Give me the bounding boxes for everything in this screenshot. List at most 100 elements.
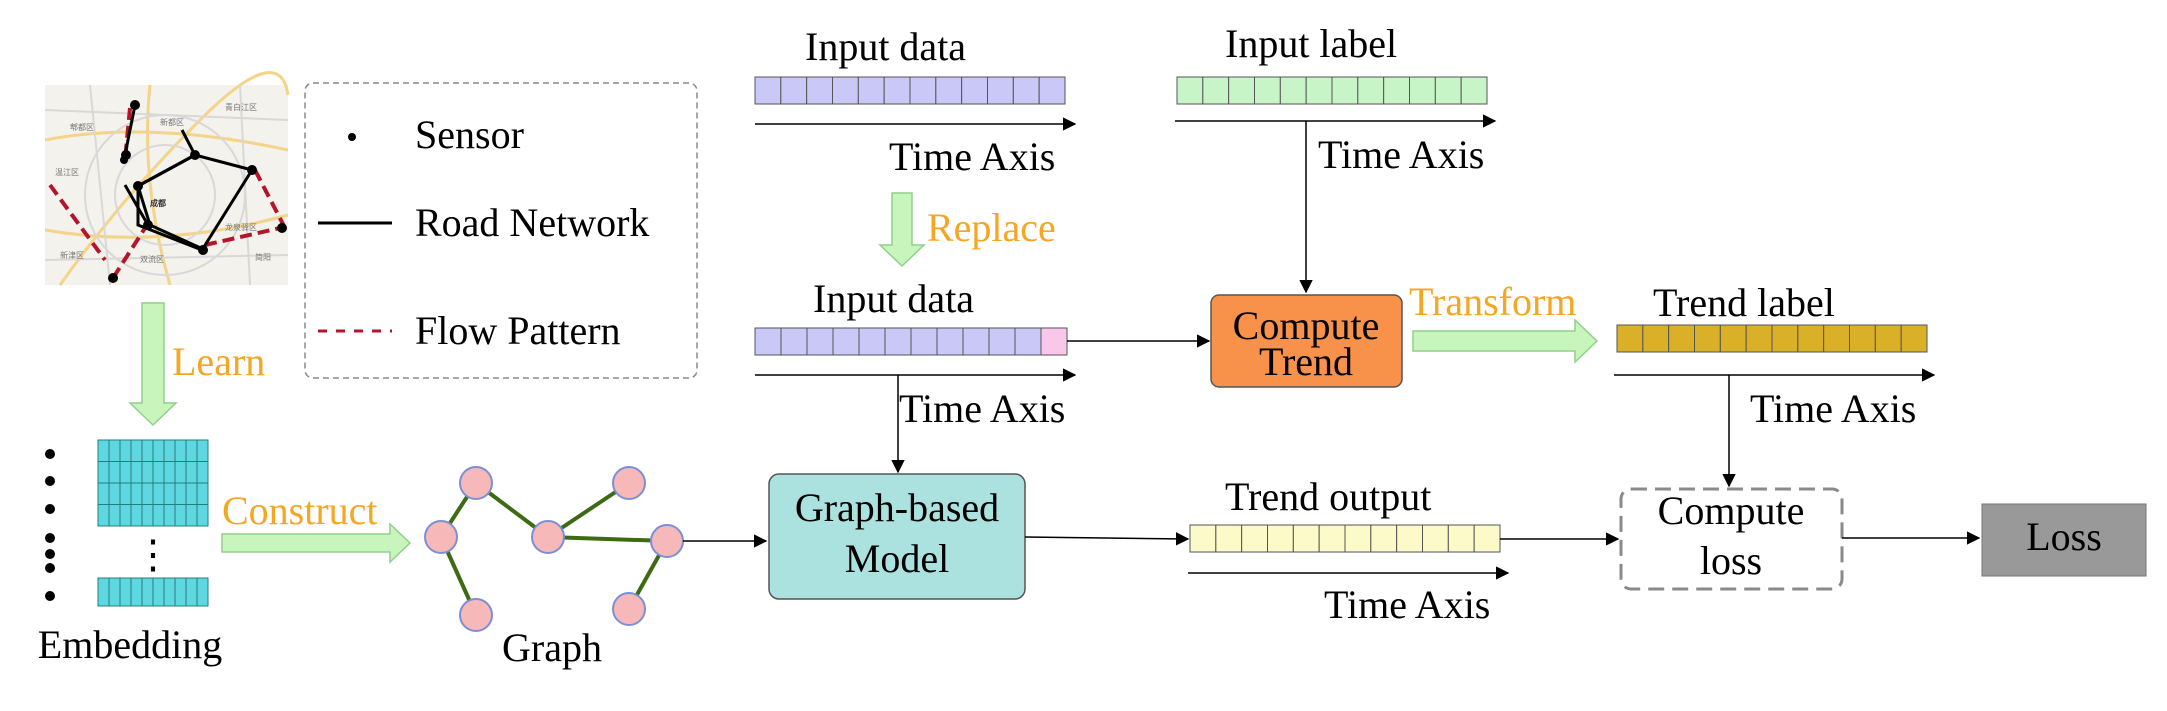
map-sensor	[108, 273, 118, 283]
district-label: 龙泉驿区	[225, 222, 257, 232]
time-step-cell	[1473, 524, 1501, 553]
embedding-cell	[196, 482, 209, 505]
map-flow-pattern	[253, 169, 287, 229]
learn-arrow	[128, 302, 178, 427]
embedding-cell	[97, 439, 110, 462]
map-sensor	[190, 150, 200, 160]
trend-output-title: Trend output	[1225, 474, 1431, 519]
input-data-top-bar	[754, 76, 1066, 105]
embedding-cell	[119, 504, 132, 527]
graph-node	[612, 592, 646, 626]
district-label: 温江区	[55, 168, 79, 177]
legend-sensor-label: Sensor	[415, 112, 524, 157]
embedding-cell	[174, 577, 187, 607]
time-step-cell	[1254, 76, 1281, 105]
time-step-cell	[1331, 76, 1359, 105]
embedding-cell	[174, 482, 187, 505]
embedding-cell	[119, 461, 132, 484]
embedding-bullet	[45, 549, 55, 559]
map-sensor	[143, 220, 153, 230]
input-label-bar	[1176, 76, 1488, 105]
embedding-cell	[97, 504, 110, 527]
time-step-cell	[832, 327, 860, 356]
city-map: 郫都区 新都区 青白江区 成都 双流区 龙泉驿区 温江区 新津区 简阳	[44, 71, 290, 286]
embedding-cell	[141, 504, 154, 527]
input-data-top-label: Input data	[805, 24, 966, 69]
time-step-cell	[1422, 524, 1449, 553]
embedding-cell	[152, 461, 165, 484]
map-road	[123, 104, 137, 156]
time-axis-label: Time Axis	[899, 386, 1065, 431]
embedding-ellipsis: ⋮	[133, 532, 173, 577]
compute-trend-line1: Compute	[1233, 303, 1380, 348]
trend-output-bar	[1189, 524, 1501, 553]
time-step-cell	[936, 327, 964, 356]
time-step-cell	[1305, 76, 1333, 105]
embedding-cell	[152, 577, 165, 607]
embedding-cell	[196, 439, 209, 462]
embedding-cell	[163, 461, 176, 484]
time-step-cell	[1694, 324, 1721, 353]
time-step-cell	[1014, 327, 1042, 356]
time-step-cell	[1745, 324, 1773, 353]
time-step-cell	[988, 327, 1016, 356]
time-step-cell	[1279, 76, 1307, 105]
legend-flow-pattern-label: Flow Pattern	[415, 308, 621, 353]
district-label: 简阳	[255, 252, 271, 262]
embedding-cell	[174, 504, 187, 527]
time-step-cell	[1668, 324, 1695, 353]
embedding-bullet	[45, 591, 55, 601]
embedding-cell	[141, 577, 154, 607]
graph-based-model-line1: Graph-based	[795, 485, 999, 530]
time-axis-label: Time Axis	[1318, 132, 1484, 177]
time-step-cell	[1447, 524, 1475, 553]
time-step-cell	[1900, 324, 1928, 353]
embedding-cell	[152, 439, 165, 462]
embedding-cell	[141, 482, 154, 505]
time-step-cell	[1771, 324, 1799, 353]
model-to-output-arrow	[1024, 532, 1190, 546]
embedding-bullet	[45, 533, 55, 543]
embedding-cell	[108, 461, 121, 484]
map-flow-pattern	[111, 226, 147, 280]
district-label: 新都区	[160, 117, 184, 127]
embedding-cell	[97, 461, 110, 484]
embedding-cell	[130, 461, 143, 484]
embedding-cell	[196, 461, 209, 484]
embedding-cell	[108, 577, 121, 607]
embedding-matrix	[97, 439, 209, 527]
loss-box	[1981, 503, 2147, 577]
time-step-cell	[1038, 76, 1066, 105]
replace-arrow	[878, 192, 926, 268]
graph-based-model-line2: Model	[845, 536, 949, 581]
embedding-cell	[196, 504, 209, 527]
compute-loss-line1: Compute	[1658, 488, 1805, 533]
time-step-cell	[910, 327, 938, 356]
embedding-cell	[108, 439, 121, 462]
legend: Sensor Road Network Flow Pattern	[304, 82, 698, 379]
graph-node	[459, 598, 493, 632]
construct-arrow	[221, 522, 412, 564]
time-step-cell	[806, 76, 834, 105]
time-step-cell	[1202, 76, 1230, 105]
graph-node	[459, 466, 493, 500]
embedding-cell	[185, 504, 198, 527]
embedding-bullet	[45, 449, 55, 459]
time-axis-label: Time Axis	[1324, 582, 1490, 627]
time-step-cell	[1797, 324, 1825, 353]
time-step-cell	[1357, 76, 1385, 105]
map-sensor	[130, 100, 140, 110]
legend-road-network-label: Road Network	[415, 200, 649, 245]
embedding-cell	[130, 439, 143, 462]
time-step-cell	[1318, 524, 1346, 553]
graph-label: Graph	[502, 625, 602, 670]
time-step-cell	[1396, 524, 1423, 553]
sensor-icon	[348, 133, 356, 141]
embedding-bullet	[45, 563, 55, 573]
time-step-cell	[1719, 324, 1747, 353]
compute-loss-box	[1619, 487, 1844, 591]
compute-loss-line2: loss	[1700, 538, 1762, 583]
graph: Graph	[424, 466, 684, 670]
district-label-center: 成都	[150, 198, 166, 208]
